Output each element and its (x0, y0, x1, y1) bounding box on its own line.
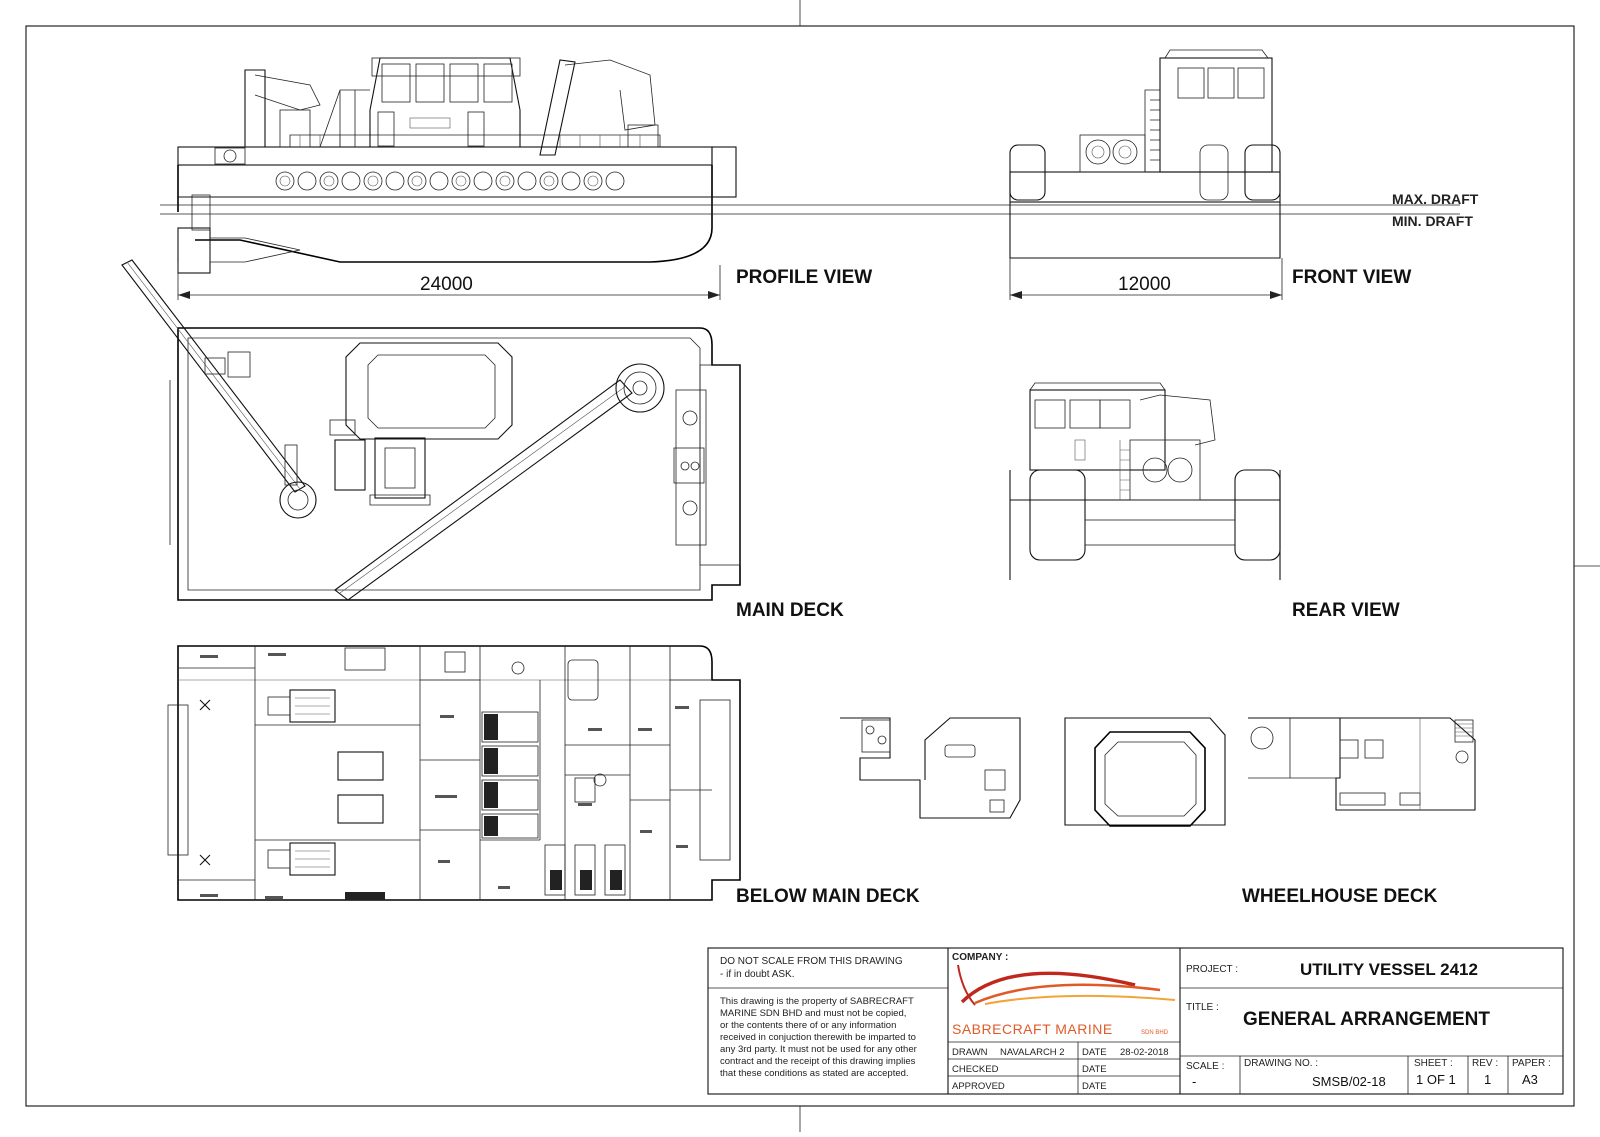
checked-label: CHECKED (952, 1064, 999, 1075)
property-line-7: that these conditions as stated are acce… (720, 1068, 909, 1079)
property-line-2: MARINE SDN BHD and must not be copied, (720, 1008, 906, 1019)
drawing-border (25, 25, 1575, 1107)
rev-value: 1 (1484, 1072, 1491, 1087)
project-name: UTILITY VESSEL 2412 (1300, 960, 1478, 979)
wheelhouse-deck-label: WHEELHOUSE DECK (1242, 886, 1438, 907)
property-line-3: or the contents there of or any informat… (720, 1020, 896, 1031)
profile-view-label: PROFILE VIEW (736, 267, 872, 288)
company-logo: SABRECRAFT MARINE SDN BHD (952, 964, 1176, 1037)
drawn-by: NAVALARCH 2 (1000, 1047, 1065, 1058)
front-view (1009, 49, 1281, 259)
approved-label: APPROVED (952, 1081, 1005, 1092)
paper-value: A3 (1522, 1072, 1538, 1087)
main-deck-label: MAIN DECK (736, 600, 844, 621)
drawing-no-label: DRAWING NO. : (1244, 1058, 1318, 1069)
rear-view-label: REAR VIEW (1292, 600, 1400, 621)
drawn-label: DRAWN (952, 1047, 988, 1058)
project-label: PROJECT : (1186, 964, 1238, 975)
below-main-deck-label: BELOW MAIN DECK (736, 886, 920, 907)
company-suffix: SDN BHD (1141, 1030, 1169, 1036)
paper-label: PAPER : (1512, 1058, 1551, 1069)
scale-value: - (1192, 1074, 1196, 1089)
beam-value: 12000 (1118, 274, 1171, 295)
scale-label: SCALE : (1186, 1061, 1224, 1072)
title-label: TITLE : (1186, 1002, 1219, 1013)
sheet-value: 1 OF 1 (1416, 1072, 1456, 1087)
drawn-date: 28-02-2018 (1120, 1047, 1169, 1058)
engines (267, 689, 384, 876)
max-draft-label: MAX. DRAFT (1392, 191, 1479, 207)
date-label-approved: DATE (1082, 1081, 1107, 1092)
drawing-title: GENERAL ARRANGEMENT (1243, 1009, 1490, 1030)
wheelhouse-deck-plans (840, 717, 1476, 827)
drawing-no-value: SMSB/02-18 (1312, 1074, 1386, 1089)
length-dimension: 24000 (177, 262, 721, 300)
tyre-fenders (275, 171, 625, 191)
property-line-4: received in conjuction therewith be impa… (720, 1032, 916, 1043)
profile-view (177, 57, 737, 274)
sheet-label: SHEET : (1414, 1058, 1453, 1069)
date-label-checked: DATE (1082, 1064, 1107, 1075)
rev-label: REV : (1472, 1058, 1498, 1069)
below-main-deck-plan (167, 645, 741, 901)
min-draft-label: MIN. DRAFT (1392, 213, 1473, 229)
note-if-in-doubt: - if in doubt ASK. (720, 969, 795, 980)
title-block: DO NOT SCALE FROM THIS DRAWING - if in d… (707, 947, 1564, 1095)
front-view-label: FRONT VIEW (1292, 267, 1411, 288)
property-line-1: This drawing is the property of SABRECRA… (720, 996, 914, 1007)
draft-lines: MAX. DRAFT MIN. DRAFT (160, 191, 1479, 229)
rear-view (1009, 382, 1281, 580)
length-value: 24000 (420, 274, 473, 295)
property-line-6: contract and the receipt of this drawing… (720, 1056, 916, 1067)
beam-dimension: 12000 (1009, 258, 1283, 300)
main-deck-plan (121, 259, 741, 601)
crew-cabins (481, 711, 626, 896)
company-name: SABRECRAFT MARINE (952, 1021, 1113, 1037)
property-line-5: any 3rd party. It must not be used for a… (720, 1044, 917, 1055)
date-label-drawn: DATE (1082, 1047, 1107, 1058)
note-do-not-scale: DO NOT SCALE FROM THIS DRAWING (720, 956, 903, 967)
company-label: COMPANY : (952, 952, 1008, 963)
